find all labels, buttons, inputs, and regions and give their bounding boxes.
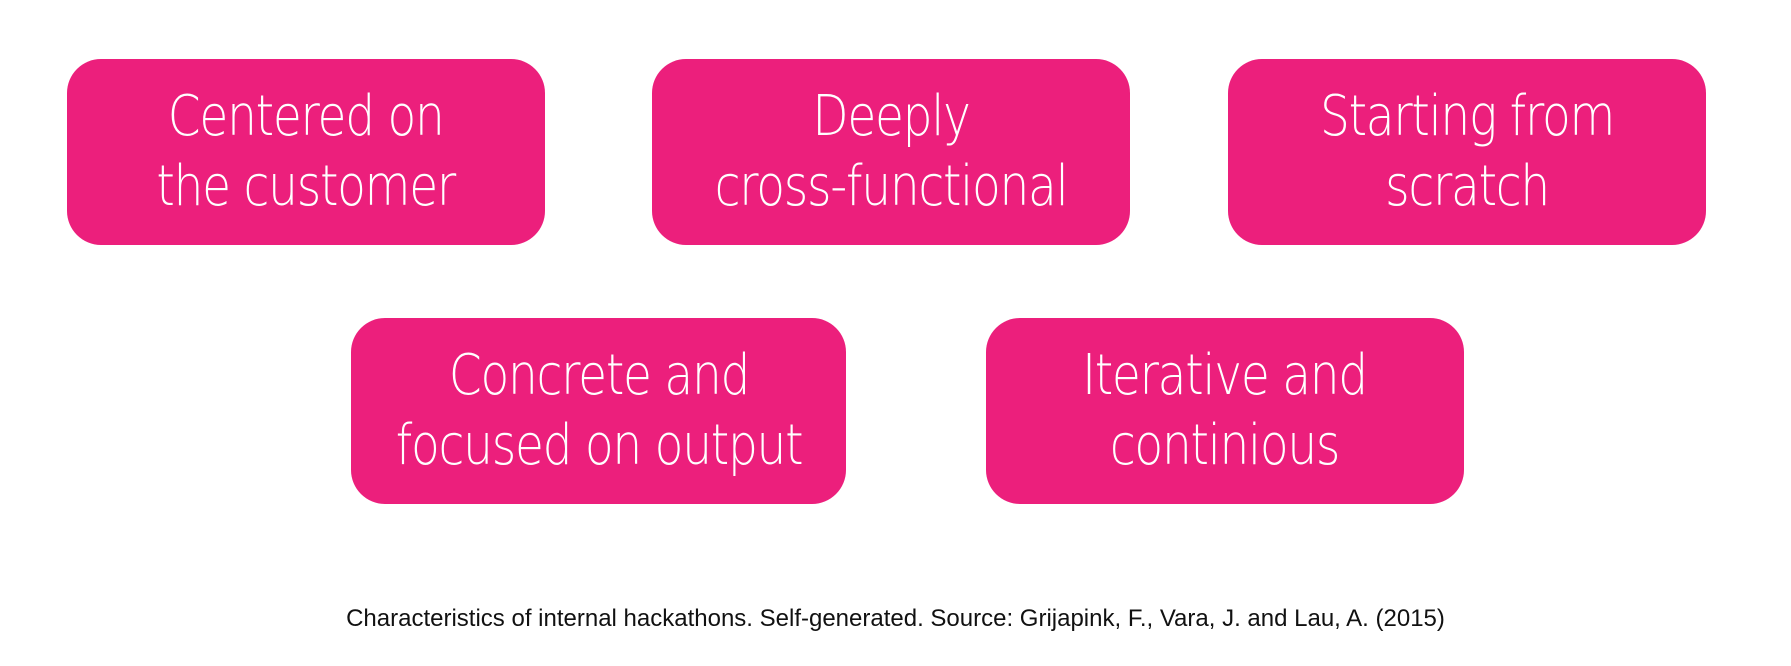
characteristic-label-line: focused on output [395,413,803,478]
characteristic-label-line: scratch [1385,154,1550,219]
characteristic-label-line: cross-functional [714,154,1069,219]
characteristic-label-line: Centered on [168,84,445,149]
characteristic-label-line: Iterative and [1082,343,1369,408]
characteristic-label-line: the customer [156,154,457,219]
characteristic-box-deeply-cross-functional: Deeply cross-functional [652,59,1130,245]
characteristic-label: Starting from scratch [1319,82,1615,222]
characteristic-label: Centered on the customer [156,82,457,222]
characteristic-box-starting-from-scratch: Starting from scratch [1228,59,1706,245]
characteristic-label-line: continious [1110,413,1341,478]
characteristic-label: Concrete and focused on output [395,341,803,481]
characteristic-label-line: Concrete and [448,343,750,408]
characteristic-box-iterative-and-continious: Iterative and continious [986,318,1464,504]
figure-caption: Characteristics of internal hackathons. … [346,605,1445,632]
characteristic-label: Iterative and continious [1082,341,1369,481]
characteristic-box-centered-on-customer: Centered on the customer [67,59,545,245]
characteristic-box-concrete-and-focused: Concrete and focused on output [351,318,846,504]
characteristic-label: Deeply cross-functional [714,82,1069,222]
characteristic-label-line: Deeply [812,84,971,149]
characteristic-label-line: Starting from [1319,84,1615,149]
